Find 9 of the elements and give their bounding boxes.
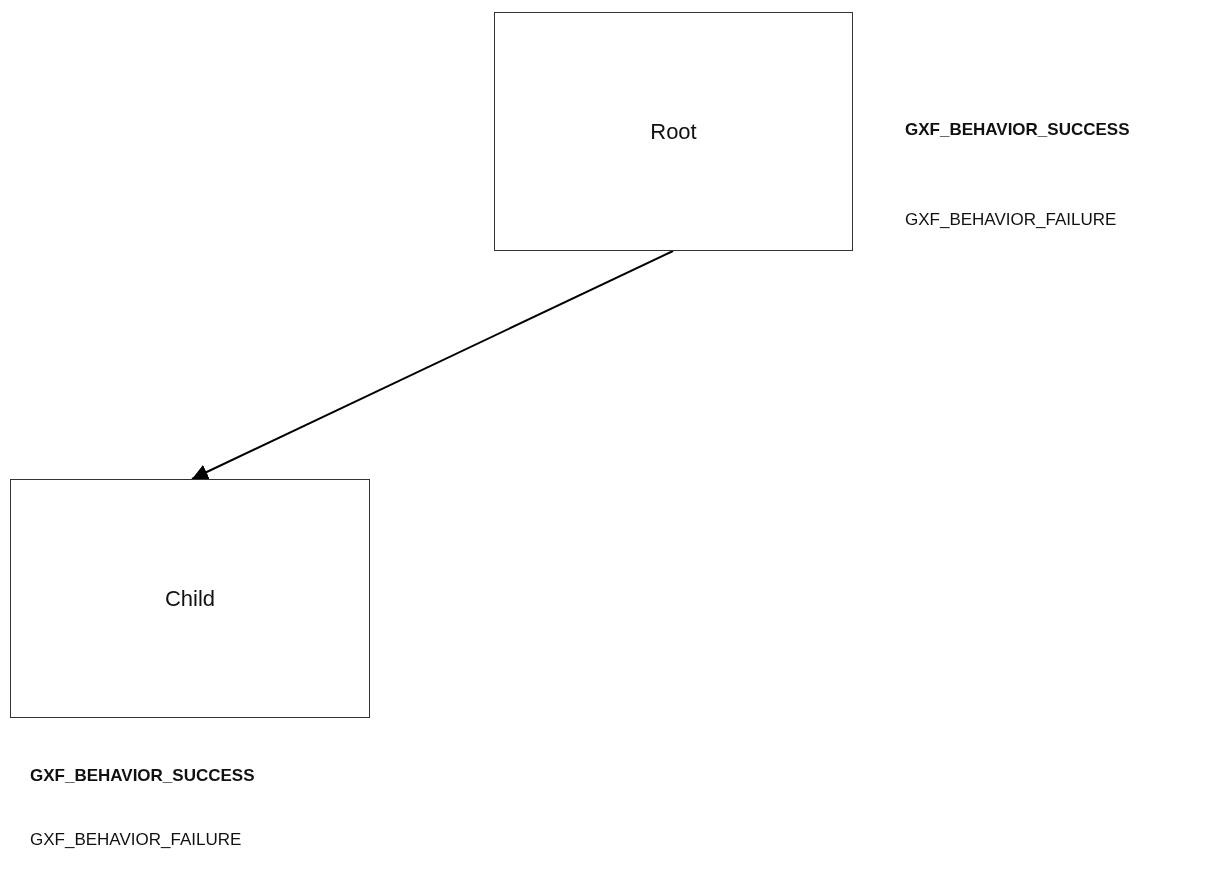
status-label: GXF_BEHAVIOR_FAILURE bbox=[30, 830, 242, 850]
process-box bbox=[494, 12, 853, 251]
process-box bbox=[10, 479, 370, 718]
status-label: GXF_BEHAVIOR_SUCCESS bbox=[30, 766, 255, 786]
arrow bbox=[191, 250, 674, 480]
status-label: GXF_BEHAVIOR_SUCCESS bbox=[905, 120, 1130, 140]
node-label: Child bbox=[164, 585, 216, 612]
node-label: Root bbox=[650, 118, 697, 145]
status-label: GXF_BEHAVIOR_FAILURE bbox=[905, 210, 1117, 230]
